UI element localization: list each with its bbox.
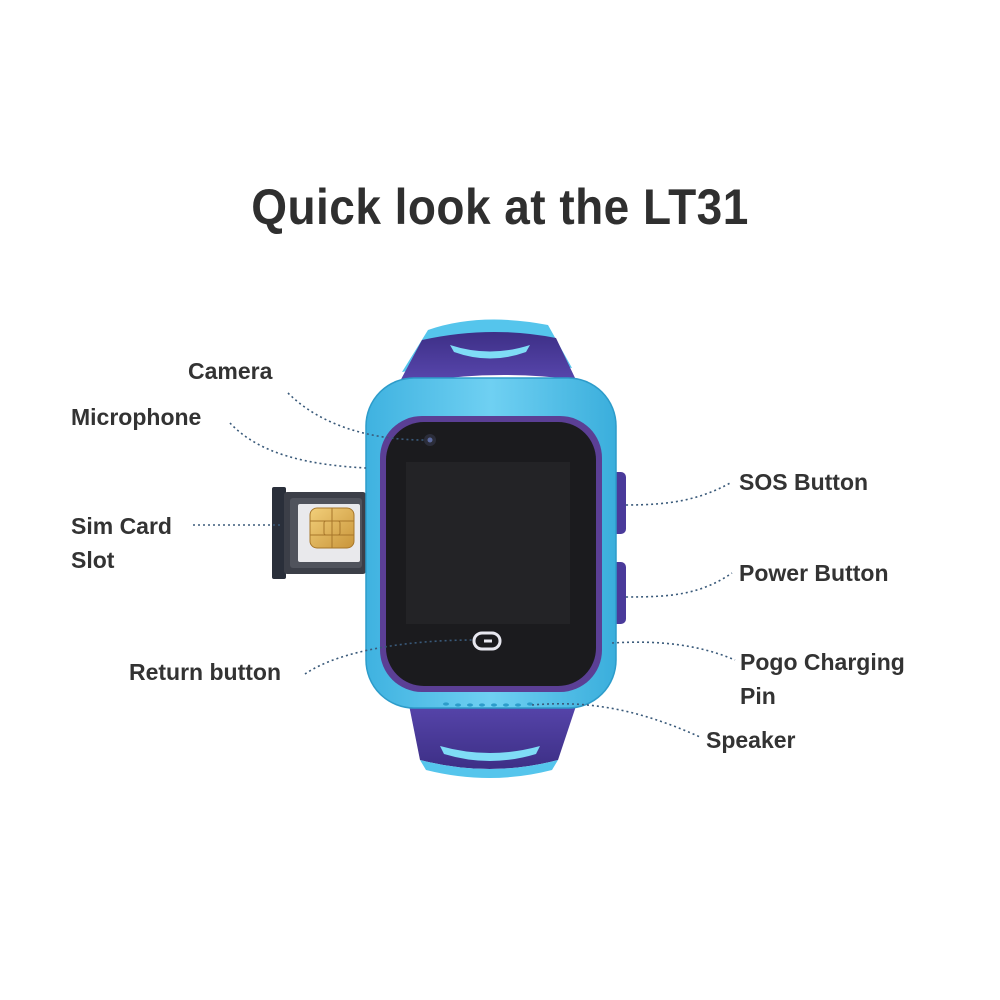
label-sim-card-slot-line2: Slot bbox=[71, 547, 115, 573]
camera-leader bbox=[287, 392, 425, 441]
label-camera: Camera bbox=[188, 358, 273, 384]
label-sos-button: SOS Button bbox=[739, 469, 869, 495]
label-return-button: Return button bbox=[129, 659, 282, 685]
screen bbox=[406, 462, 570, 624]
diagram-title: Quick look at the LT31 bbox=[251, 179, 749, 235]
label-pogo-charging-pin-line1: Pogo Charging bbox=[740, 649, 905, 675]
label-sim-card-slot-line1: Sim Card bbox=[71, 513, 172, 539]
label-microphone: Microphone bbox=[71, 404, 202, 430]
power-button-leader bbox=[625, 572, 733, 598]
label-pogo-charging-pin-line2: Pin bbox=[740, 683, 776, 709]
watch-case bbox=[365, 377, 617, 709]
leader-lines bbox=[193, 392, 736, 738]
sim-chip bbox=[309, 507, 355, 549]
speaker-leader bbox=[531, 702, 701, 738]
top-strap bbox=[398, 319, 576, 385]
return-button-icon bbox=[472, 631, 502, 651]
sos-button-leader bbox=[625, 481, 733, 506]
microphone-leader bbox=[229, 422, 367, 469]
bottom-strap bbox=[408, 695, 578, 778]
speaker-grille bbox=[443, 702, 533, 707]
label-power-button: Power Button bbox=[739, 560, 889, 586]
label-speaker: Speaker bbox=[706, 727, 796, 753]
return-button-leader bbox=[304, 639, 475, 675]
sim-card-tray bbox=[272, 487, 366, 579]
pogo-charging-pin-leader bbox=[611, 641, 736, 661]
